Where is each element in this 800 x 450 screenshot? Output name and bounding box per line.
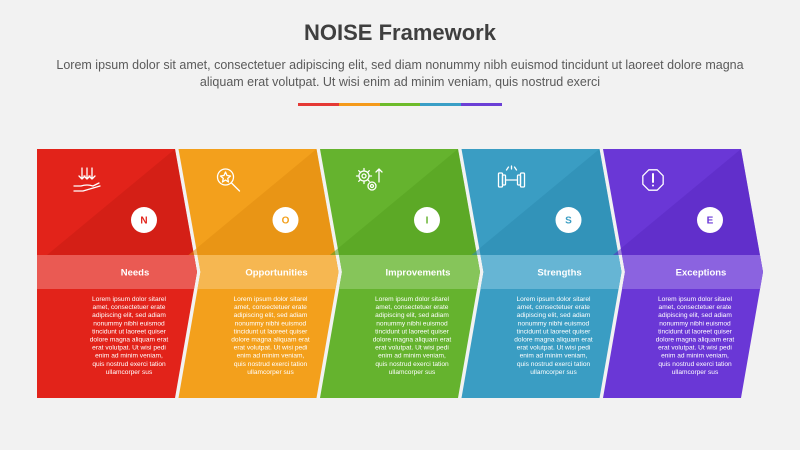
step-description-line: dolore magna aliquam erat <box>514 337 593 344</box>
step-description-line: quis nostrud exerci tation <box>92 361 166 368</box>
step-description-line: ullamcorper sus <box>106 369 153 376</box>
step-description-line: ullamcorper sus <box>530 369 577 376</box>
step-description-line: dolore magna aliquam erat <box>90 337 169 344</box>
step-description-line: ullamcorper sus <box>389 369 436 376</box>
step-description-line: adipiscing elit, sed adiam <box>375 312 449 319</box>
divider-segment <box>298 103 339 106</box>
letter-badge <box>697 207 723 233</box>
step-label: Exceptions <box>676 268 727 279</box>
step-label: Improvements <box>386 268 451 279</box>
step-description-line: erat volutpat. Ut wisi pedi <box>92 345 166 352</box>
step-description-line: adipiscing elit, sed adiam <box>658 312 732 319</box>
step-description-line: dolore magna aliquam erat <box>373 337 452 344</box>
step-description-line: ullamcorper sus <box>672 369 719 376</box>
letter-badge <box>131 207 157 233</box>
label-band <box>480 255 622 289</box>
step-description-line: Lorem ipsum dolor sitarel <box>658 296 733 303</box>
step-description-line: Lorem ipsum dolor sitarel <box>233 296 308 303</box>
chevron-shade <box>188 149 339 272</box>
step-description-line: nonummy nibhi euismod <box>659 320 731 327</box>
step-letter: N <box>140 216 147 227</box>
color-divider <box>298 103 502 106</box>
step-description-line: adipiscing elit, sed adiam <box>517 312 591 319</box>
step-description-line: erat volutpat. Ut wisi pedi <box>375 345 449 352</box>
step-description-line: tincidunt ut laoreet quiser <box>658 328 732 335</box>
magnifier-star-icon <box>216 168 241 192</box>
step-description-line: quis nostrud exerci tation <box>658 361 732 368</box>
step-description-line: amet, consectetuer erate <box>93 304 166 311</box>
step-description-line: tincidunt ut laoreet quiser <box>517 328 591 335</box>
chevron-shade <box>330 149 480 272</box>
step-label: Opportunities <box>245 268 307 279</box>
step-description-line: enim ad minim veniam, <box>95 353 163 360</box>
step-description-line: amet, consectetuer erate <box>376 304 449 311</box>
step-description-line: Lorem ipsum dolor sitarel <box>92 296 167 303</box>
gears-arrow-icon <box>355 167 383 191</box>
chevron-shade <box>613 149 763 272</box>
step-label: Needs <box>121 268 150 279</box>
step-description-line: tincidunt ut laoreet quiser <box>234 328 308 335</box>
step-description-line: amet, consectetuer erate <box>659 304 732 311</box>
step-letter: I <box>426 216 429 227</box>
step-description-line: tincidunt ut laoreet quiser <box>92 328 166 335</box>
step-description-line: enim ad minim veniam, <box>378 353 446 360</box>
step-letter: S <box>565 216 572 227</box>
divider-segment <box>379 103 421 106</box>
step-description-line: ullamcorper sus <box>247 369 294 376</box>
step-description-line: amet, consectetuer erate <box>517 304 590 311</box>
step-description-line: Lorem ipsum dolor sitarel <box>375 296 450 303</box>
step-description-line: quis nostrud exerci tation <box>234 361 308 368</box>
divider-segment <box>338 103 380 106</box>
step-description-line: quis nostrud exerci tation <box>517 361 591 368</box>
step-description-line: Lorem ipsum dolor sitarel <box>516 296 591 303</box>
page-subtitle: Lorem ipsum dolor sit amet, consectetuer… <box>56 58 744 89</box>
octagon-exclamation-icon <box>642 169 664 191</box>
step-description-line: amet, consectetuer erate <box>234 304 307 311</box>
step-description-line: nonummy nibhi euismod <box>376 320 448 327</box>
step-description-line: enim ad minim veniam, <box>237 353 305 360</box>
dumbbell-icon <box>497 165 526 188</box>
chevron-shade <box>47 149 197 272</box>
letter-badge <box>555 207 582 233</box>
label-band <box>37 255 197 289</box>
step-description-line: adipiscing elit, sed adiam <box>234 312 308 319</box>
step-description-line: tincidunt ut laoreet quiser <box>375 328 449 335</box>
step-description-line: quis nostrud exerci tation <box>375 361 449 368</box>
label-band <box>197 255 339 289</box>
chevron-shade <box>471 149 622 272</box>
divider-segment <box>461 103 502 106</box>
step-description-line: nonummy nibhi euismod <box>93 320 165 327</box>
letter-badge <box>414 207 440 233</box>
step-description-line: enim ad minim veniam, <box>520 353 588 360</box>
page-title: NOISE Framework <box>304 20 496 45</box>
step-letter: O <box>282 216 290 227</box>
step-description-line: nonummy nibhi euismod <box>235 320 307 327</box>
step-description-line: erat volutpat. Ut wisi pedi <box>517 345 591 352</box>
label-band <box>621 255 763 289</box>
step-description-line: dolore magna aliquam erat <box>231 337 310 344</box>
step-description-line: adipiscing elit, sed adiam <box>92 312 166 319</box>
step-description-line: nonummy nibhi euismod <box>518 320 590 327</box>
step-description-line: enim ad minim veniam, <box>661 353 729 360</box>
step-description-line: dolore magna aliquam erat <box>656 337 735 344</box>
label-band <box>338 255 480 289</box>
letter-badge <box>272 207 299 233</box>
step-description-line: erat volutpat. Ut wisi pedi <box>234 345 308 352</box>
hand-arrows-icon <box>73 167 101 192</box>
step-description-line: erat volutpat. Ut wisi pedi <box>658 345 732 352</box>
divider-segment <box>420 103 462 106</box>
step-label: Strengths <box>537 268 581 279</box>
step-letter: E <box>707 216 714 227</box>
